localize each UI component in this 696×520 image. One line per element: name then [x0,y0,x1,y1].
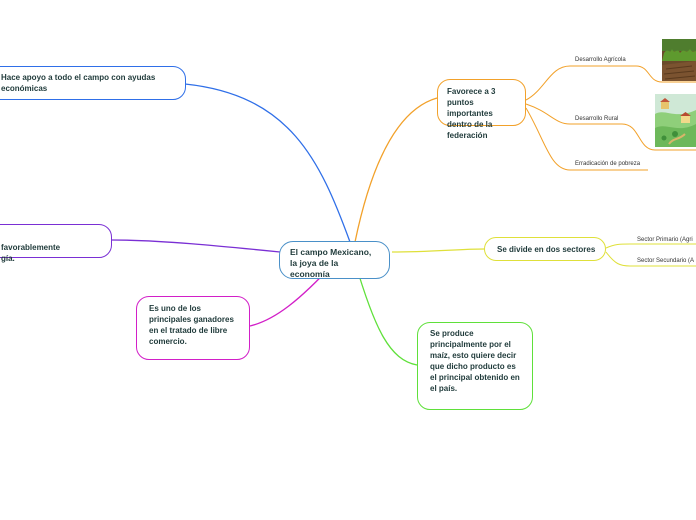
agriculture-image [662,39,696,81]
connector-favorable [112,240,280,252]
subtopic-pobreza[interactable]: Erradicación de pobreza [575,160,640,168]
connector-agricola [526,66,636,100]
connector-apoyo [185,84,350,242]
branch-favorable[interactable]: favorablemente gía. [0,224,112,258]
branch-ganadores-label: Es uno de los principales ganadores en e… [149,304,234,346]
branch-divide[interactable]: Se divide en dos sectores [484,237,606,261]
branch-ganadores[interactable]: Es uno de los principales ganadores en e… [136,296,250,360]
subtopic-agricola[interactable]: Desarrollo Agrícola [575,56,626,64]
subtopic-rural[interactable]: Desarrollo Rural [575,115,618,123]
subtopic-secundario[interactable]: Sector Secundario (A [637,257,694,265]
branch-divide-label: Se divide en dos sectores [497,245,595,254]
branch-apoyo[interactable]: Hace apoyo a todo el campo con ayudas ec… [0,66,186,100]
branch-produce-label: Se produce principalmente por el maíz, e… [430,329,520,393]
branch-favorece[interactable]: Favorece a 3 puntos importantes dentro d… [437,79,526,126]
connector-favorece [355,98,437,242]
central-topic-label: El campo Mexicano, la joya de la economí… [290,247,371,279]
rural-development-image [655,94,696,147]
connector-divide [392,249,484,252]
subtopic-primario[interactable]: Sector Primario (Agri [637,236,693,244]
branch-produce[interactable]: Se produce principalmente por el maíz, e… [417,322,533,410]
branch-apoyo-label: Hace apoyo a todo el campo con ayudas ec… [1,73,155,93]
central-topic[interactable]: El campo Mexicano, la joya de la economí… [279,241,390,279]
connector-primario [606,244,696,248]
